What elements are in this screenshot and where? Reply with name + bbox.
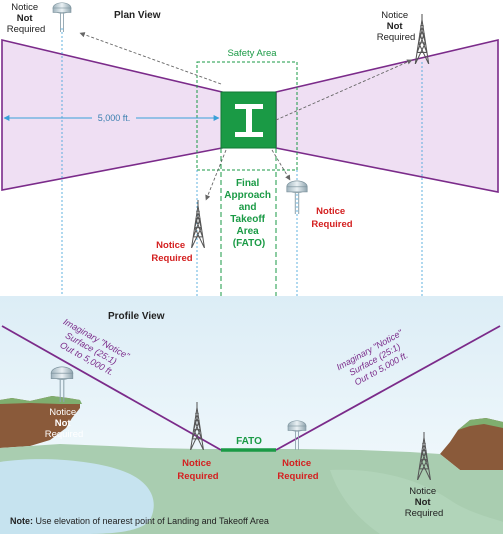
plan-view-title: Plan View (114, 10, 161, 21)
approach-surface-right (275, 38, 499, 193)
obstruction-arrows (79, 32, 413, 201)
water-tank-icon (286, 180, 308, 214)
notice-not-required-profile-left: Notice Not Required (45, 407, 84, 440)
distance-label: 5,000 ft. (98, 113, 131, 123)
notice-required-plan-right: Notice Required (311, 206, 352, 230)
water-tank-icon (52, 2, 72, 32)
fato-definition-label: Final Approach and Takeoff Area (FATO) (224, 178, 273, 249)
heliport-h-icon (235, 104, 263, 137)
notice-not-required-tr: Notice Not Required (377, 10, 416, 43)
cliff-left (0, 396, 80, 448)
imaginary-surface-left (1, 325, 222, 451)
imaginary-surface-right (275, 325, 501, 451)
notice-required-profile-left: Notice Required (177, 458, 218, 482)
note-text: Note: Use elevation of nearest point of … (10, 516, 269, 526)
notice-required-profile-right: Notice Required (277, 458, 318, 482)
profile-view: FATO Imaginary "Notice" Surface (25:1) O… (0, 296, 503, 534)
notice-required-plan-left: Notice Required (151, 240, 192, 264)
water-body (0, 459, 154, 534)
notice-not-required-profile-right: Notice Not Required (405, 486, 444, 519)
heliport-pad (220, 91, 277, 149)
tower-icon (190, 200, 206, 248)
fato-profile-label: FATO (236, 436, 262, 447)
cliff-right (440, 418, 503, 470)
profile-view-title: Profile View (108, 311, 165, 322)
notice-not-required-tl: Notice Not Required (7, 2, 46, 35)
safety-area-label: Safety Area (227, 48, 277, 59)
sky-background (0, 296, 503, 456)
